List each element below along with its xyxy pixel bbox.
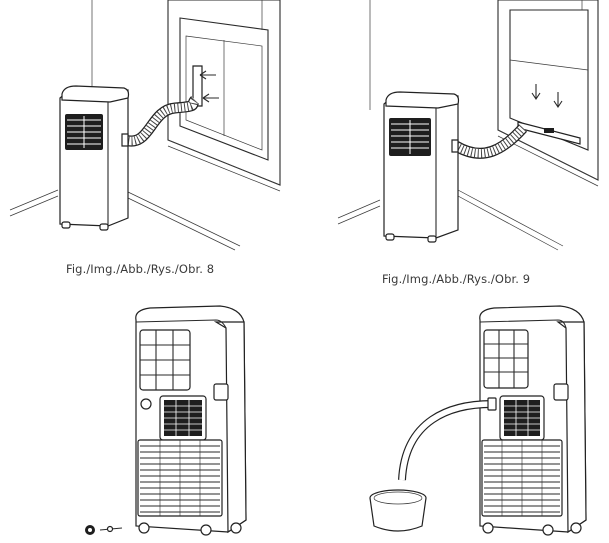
ac-unit: [384, 92, 459, 242]
wall-lines: [338, 0, 563, 250]
ac-unit-rear: [480, 306, 586, 535]
window-frame: [498, 0, 598, 186]
wall-lines: [10, 0, 240, 250]
figure-11-illustration: [360, 300, 609, 543]
exhaust-hose: [125, 100, 195, 141]
figure-9-caption: Fig./Img./Abb./Rys./Obr. 9: [382, 272, 531, 286]
window-kit: [518, 84, 580, 144]
figure-8-illustration: [0, 0, 300, 255]
ac-unit-rear: [136, 306, 246, 535]
figure-9-illustration: [318, 0, 609, 255]
ac-unit: [60, 86, 129, 230]
exhaust-hose: [456, 128, 523, 153]
drain-hose: [402, 398, 496, 480]
window-frame: [168, 0, 280, 191]
window-kit: [193, 66, 219, 106]
figure-8-caption: Fig./Img./Abb./Rys./Obr. 8: [66, 262, 215, 276]
water-bowl: [370, 490, 426, 531]
figure-10-illustration: [60, 300, 290, 543]
drain-plug: [85, 525, 122, 535]
